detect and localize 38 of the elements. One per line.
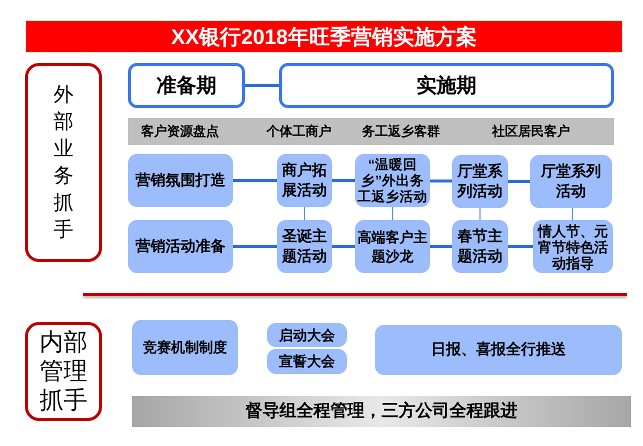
connector-line	[508, 245, 533, 248]
connector-line	[245, 84, 279, 87]
title-bar: XX银行2018年旺季营销实施方案	[25, 20, 623, 53]
connector-line	[392, 207, 394, 220]
connector-line	[508, 180, 530, 183]
activity-box: 日报、喜报全行推送	[375, 325, 622, 375]
phase-box: 实施期	[279, 63, 614, 108]
connector-line	[572, 208, 574, 220]
column-header: 务工返乡客群	[362, 123, 440, 140]
connector-line	[479, 208, 481, 220]
column-header: 个体工商户	[266, 123, 332, 140]
category-box: 外部业务抓手	[25, 63, 102, 262]
connector-line	[233, 245, 277, 248]
connector-line	[430, 180, 452, 182]
activity-box: 启动大会	[267, 323, 347, 347]
activity-box: 竞赛机制制度	[132, 320, 238, 375]
activity-box: 厅堂系列活动	[530, 155, 612, 208]
activity-box: 商户拓展活动	[277, 154, 332, 207]
activity-box: “温暖回乡”外出务工返乡活动	[355, 154, 430, 207]
activity-box: 营销活动准备	[128, 220, 233, 273]
column-header: 社区居民客户	[492, 123, 570, 140]
activity-box: 营销氛围打造	[128, 154, 233, 207]
header-band	[128, 118, 614, 145]
connector-line	[233, 179, 277, 182]
connector-line	[332, 179, 355, 182]
activity-box: 厅堂系列活动	[452, 155, 508, 208]
activity-box: 宣誓大会	[267, 349, 347, 374]
category-box: 内部管理抓手	[25, 322, 102, 421]
connector-line	[430, 245, 452, 248]
connector-line	[332, 245, 355, 248]
activity-box: 情人节、元宵节特色活动指导	[533, 220, 613, 273]
activity-box: 高端客户主题沙龙	[355, 220, 430, 273]
activity-box: 春节主题活动	[452, 220, 508, 273]
activity-box: 圣诞主题活动	[277, 220, 332, 273]
phase-box: 准备期	[128, 63, 245, 108]
connector-line	[304, 207, 306, 220]
column-header: 客户资源盘点	[141, 123, 219, 140]
summary-band: 督导组全程管理，三方公司全程跟进	[132, 396, 631, 427]
